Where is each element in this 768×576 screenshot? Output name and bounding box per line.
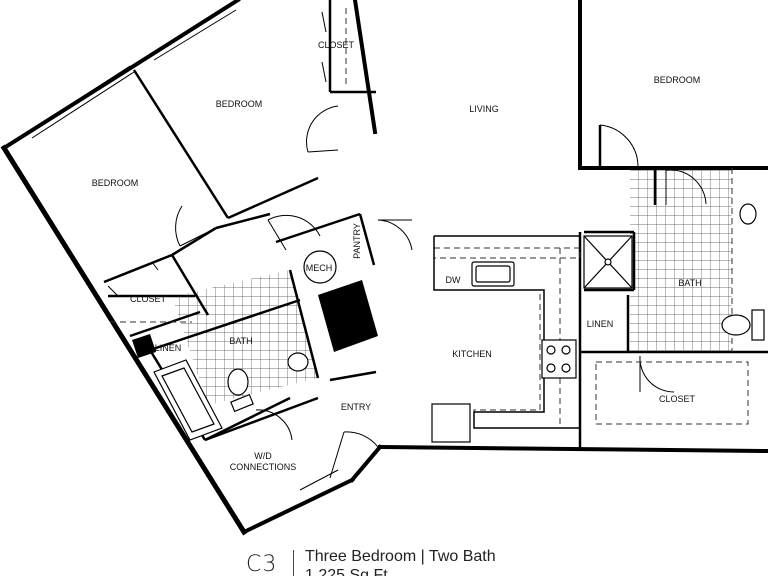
room-label-closet-right: CLOSET: [659, 394, 696, 404]
room-label-wd-line2: CONNECTIONS: [230, 462, 297, 472]
room-label-bedroom-left: BEDROOM: [92, 178, 139, 188]
room-label-linen-right: LINEN: [587, 319, 614, 329]
room-label-pantry: PANTRY: [352, 223, 362, 259]
mech-unit: [303, 250, 337, 284]
room-label-closet-left: CLOSET: [130, 294, 167, 304]
mech-shaft-fill: [318, 280, 378, 352]
room-label-kitchen: KITCHEN: [452, 349, 492, 359]
sink-left: [287, 352, 309, 372]
room-label-bath-left: BATH: [229, 336, 252, 346]
range: [541, 339, 577, 379]
room-labels: CLOSET BEDROOM LIVING BEDROOM BEDROOM PA…: [92, 40, 702, 472]
floor-plan: CLOSET BEDROOM LIVING BEDROOM BEDROOM PA…: [0, 0, 768, 536]
bath-right-tile-floor: [630, 168, 732, 353]
room-label-bath-right: BATH: [678, 278, 701, 288]
room-label-dw: DW: [446, 275, 461, 285]
room-label-entry: ENTRY: [341, 402, 371, 412]
door-swings: [107, 11, 707, 491]
refrigerator: [431, 403, 471, 443]
kitchen-counter: [433, 235, 580, 429]
room-label-bedroom-mid: BEDROOM: [216, 99, 263, 109]
interior-walls: [103, 0, 768, 450]
room-label-mech: MECH: [306, 263, 333, 273]
toilet-left: [227, 368, 249, 396]
windows: [27, 3, 237, 139]
fixtures: [153, 203, 765, 443]
plan-caption: C3 Three Bedroom | Two Bath 1,225 Sq Ft: [0, 542, 768, 576]
room-label-bedroom-right: BEDROOM: [654, 75, 701, 85]
plan-code: C3: [246, 552, 278, 576]
exterior-walls: [0, 0, 768, 536]
linen-shaft-fill: [132, 334, 156, 358]
room-label-wd-line1: W/D: [254, 451, 272, 461]
room-label-linen-left: LINEN: [155, 343, 182, 353]
room-label-living: LIVING: [469, 104, 499, 114]
sink-right: [739, 203, 757, 225]
room-label-closet-top: CLOSET: [318, 40, 355, 50]
bath-left-tile-floor: [172, 270, 318, 405]
toilet-right-tank: [751, 309, 765, 341]
plan-square-footage: 1,225 Sq Ft: [305, 567, 388, 576]
plan-title: Three Bedroom | Two Bath: [305, 548, 496, 565]
caption-divider: [293, 550, 294, 576]
